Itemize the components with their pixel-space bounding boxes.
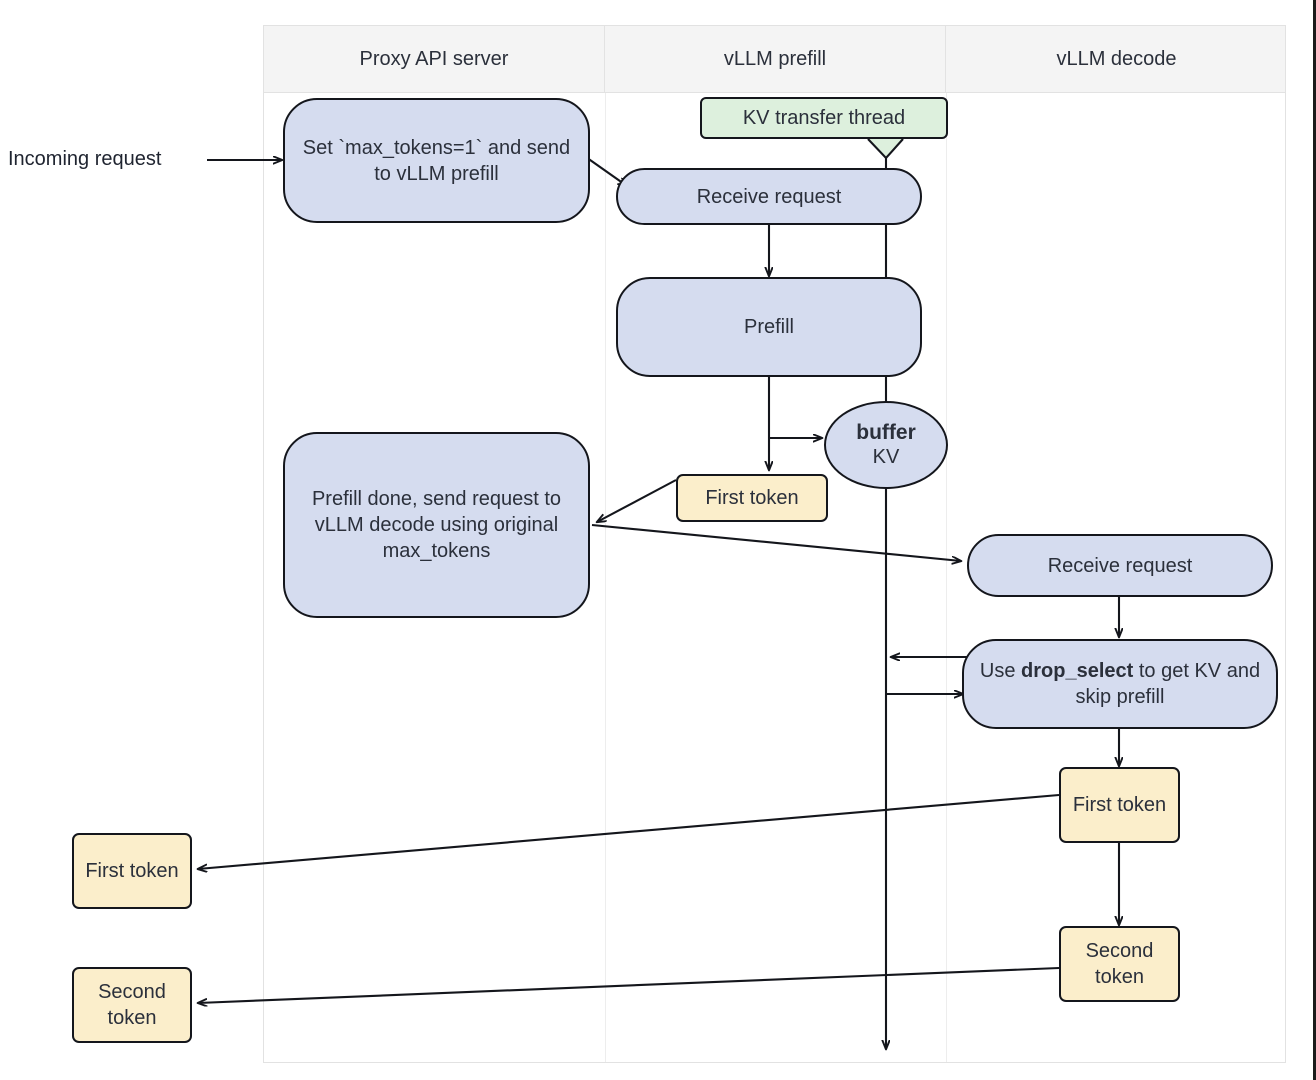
node-drop-select-suffix: to get KV and skip prefill — [1075, 660, 1261, 708]
node-proxy-first-token-label: First token — [85, 860, 179, 882]
node-decode-second-token-label: Second token — [1085, 940, 1154, 988]
node-prefill-done-label: Prefill done, send request to vLLM decod… — [311, 488, 562, 562]
node-proxy-second-token[interactable]: Second token — [72, 967, 192, 1043]
lane-divider-2 — [946, 93, 947, 1062]
node-drop-select[interactable]: Use drop_select to get KV and skip prefi… — [962, 639, 1278, 729]
swimlane-header-row: Proxy API server vLLM prefill vLLM decod… — [264, 26, 1285, 93]
node-decode-receive-request[interactable]: Receive request — [967, 534, 1273, 597]
node-set-max-tokens[interactable]: Set `max_tokens=1` and send to vLLM pref… — [283, 98, 590, 223]
lane-divider-1 — [605, 93, 606, 1062]
node-buffer-kv-title: buffer — [856, 420, 916, 444]
node-prefill-first-token[interactable]: First token — [676, 474, 828, 522]
node-kv-transfer-thread-label: KV transfer thread — [742, 107, 906, 129]
lane-header-prefill: vLLM prefill — [605, 26, 946, 92]
node-prefill-receive-request-label: Receive request — [696, 185, 842, 208]
node-drop-select-keyword: drop_select — [1021, 660, 1134, 682]
node-buffer-kv[interactable]: buffer KV — [824, 401, 948, 489]
node-prefill[interactable]: Prefill — [616, 277, 922, 377]
node-drop-select-prefix: Use — [979, 660, 1022, 682]
node-decode-second-token[interactable]: Second token — [1059, 926, 1180, 1002]
node-prefill-done[interactable]: Prefill done, send request to vLLM decod… — [283, 432, 590, 618]
node-decode-first-token[interactable]: First token — [1059, 767, 1180, 843]
node-proxy-first-token[interactable]: First token — [72, 833, 192, 909]
node-buffer-kv-subtitle: KV — [872, 445, 900, 468]
node-prefill-first-token-label: First token — [705, 487, 799, 509]
lane-header-proxy: Proxy API server — [264, 26, 605, 92]
node-proxy-second-token-label: Second token — [98, 981, 166, 1029]
lane-header-decode: vLLM decode — [1056, 47, 1177, 70]
incoming-request-label: Incoming request — [8, 148, 162, 170]
node-prefill-receive-request[interactable]: Receive request — [616, 168, 922, 225]
node-decode-first-token-label: First token — [1072, 794, 1167, 816]
node-kv-transfer-thread[interactable]: KV transfer thread — [700, 97, 948, 139]
node-decode-receive-request-label: Receive request — [1047, 554, 1193, 577]
node-prefill-label: Prefill — [743, 316, 794, 338]
node-set-max-tokens-label: Set `max_tokens=1` and send to vLLM pref… — [302, 136, 571, 185]
node-drop-select-label: Use drop_select to get KV and skip prefi… — [976, 658, 1264, 710]
